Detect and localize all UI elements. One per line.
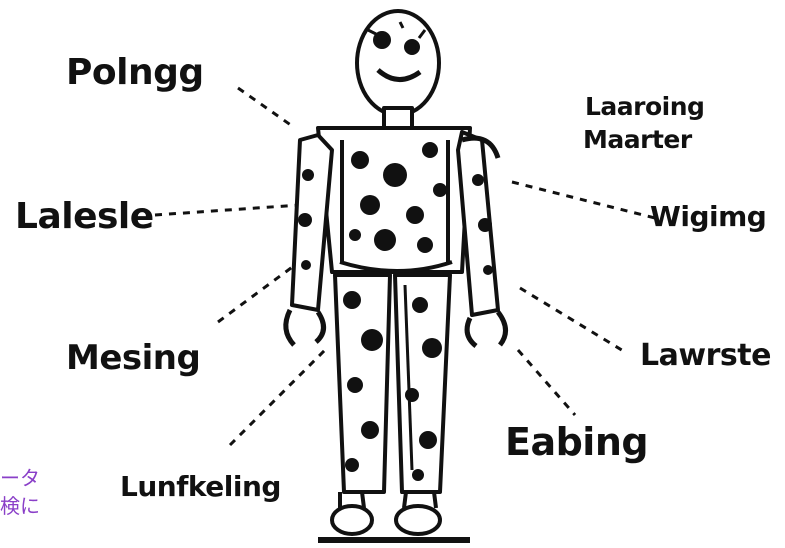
- label-top-left: Polngg: [66, 52, 204, 93]
- label-bottom-right: Eabing: [505, 420, 648, 464]
- leader-line-bottom-left: [230, 350, 325, 445]
- leader-line-top-left: [238, 88, 295, 128]
- leader-line-bottom-right: [518, 350, 575, 415]
- label-left: Lalesle: [15, 196, 154, 237]
- corner-overlay-text-line2: 検に: [0, 494, 40, 518]
- label-top-right-line2: Maarter: [583, 125, 692, 154]
- corner-overlay-text-line1: ータ: [0, 466, 40, 490]
- robot-right-arm: [458, 132, 498, 315]
- robot-figure: [286, 11, 506, 540]
- leader-line-left: [155, 205, 300, 215]
- robot-head: [357, 11, 439, 115]
- label-right: Wigimg: [650, 200, 766, 233]
- leader-line-mid-right: [520, 288, 625, 352]
- leader-line-right: [512, 182, 655, 218]
- label-mid-left: Mesing: [66, 338, 200, 378]
- label-bottom-left: Lunfkeling: [120, 470, 281, 503]
- label-mid-right: Lawrste: [640, 338, 771, 373]
- label-top-right-line1: Laaroing: [585, 92, 704, 121]
- robot-right-foot: [396, 506, 440, 534]
- robot-left-foot: [332, 506, 372, 534]
- leader-line-mid-left: [218, 265, 295, 322]
- robot-left-arm: [292, 135, 332, 310]
